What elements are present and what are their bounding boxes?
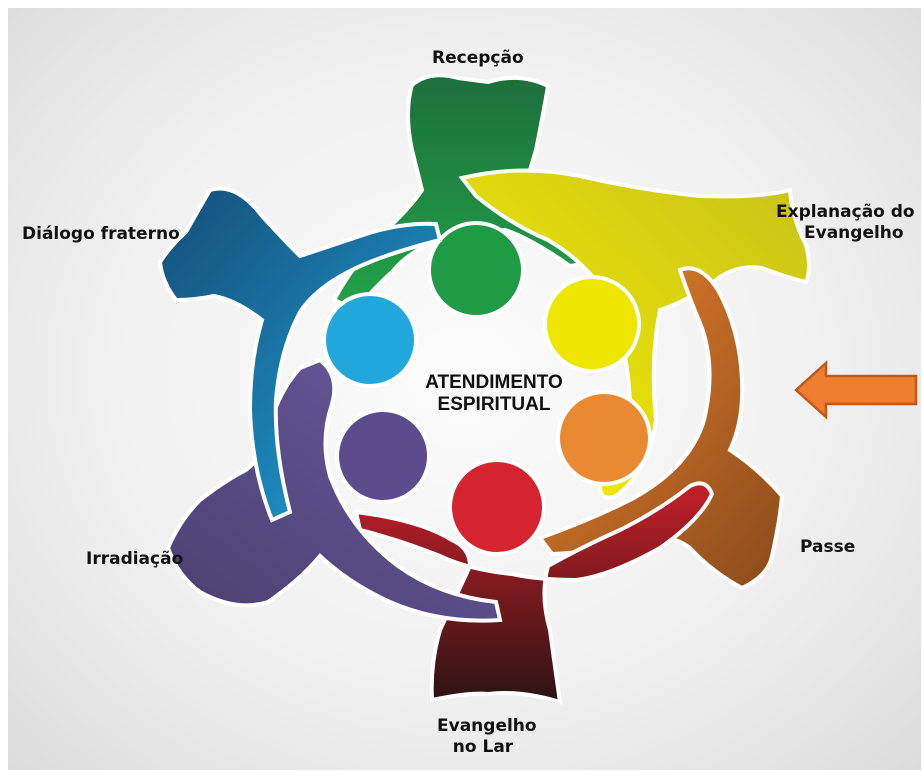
label-dialogo-fraterno: Diálogo fraterno (22, 224, 180, 244)
label-explanacao-line1: Explanação do (776, 202, 915, 222)
center-title-line1: ATENDIMENTO (425, 372, 563, 393)
orange-figure (536, 266, 785, 591)
label-irradiacao: Irradiação (86, 549, 184, 569)
center-title: ATENDIMENTO ESPIRITUAL (404, 372, 584, 416)
center-title-line2: ESPIRITUAL (437, 394, 551, 415)
label-evangelho-no-lar: Evangelho no Lar (437, 716, 537, 758)
label-explanacao: Explanação do Evangelho (776, 202, 923, 244)
label-evangelho-line2: no Lar (452, 737, 514, 757)
label-recepcao: Recepção (432, 48, 524, 68)
blue-figure (157, 186, 443, 523)
label-evangelho-line1: Evangelho (437, 716, 537, 736)
left-arrow-icon (794, 360, 918, 420)
yellow-figure (458, 168, 811, 500)
red-figure (353, 458, 715, 705)
label-explanacao-line2: Evangelho (804, 223, 904, 243)
purple-figure (165, 357, 503, 623)
label-passe: Passe (800, 537, 856, 557)
